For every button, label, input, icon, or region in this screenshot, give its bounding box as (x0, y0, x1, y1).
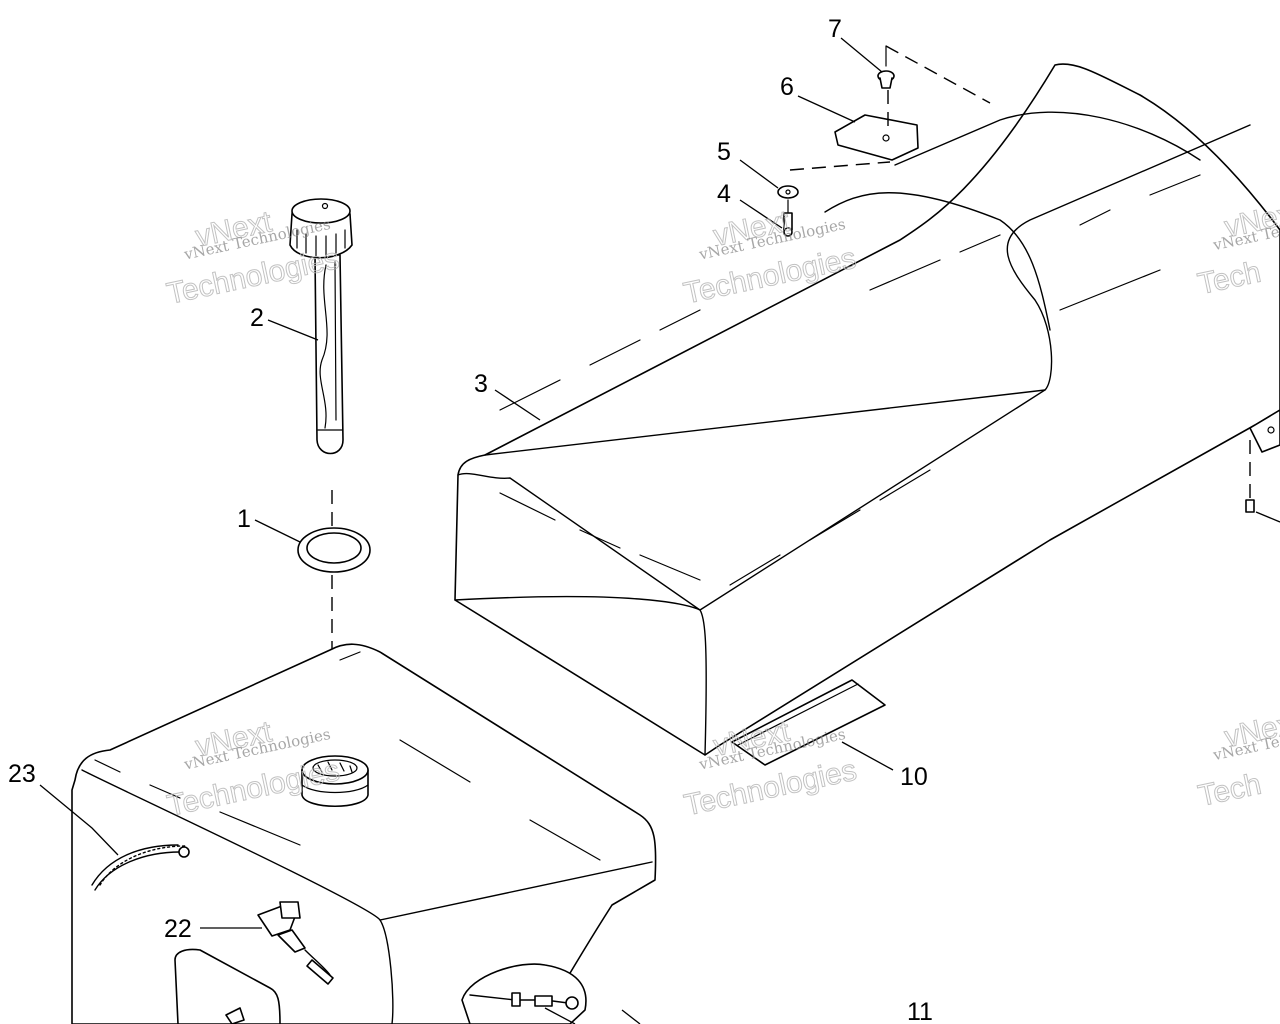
bolt-4 (783, 212, 793, 237)
fuel-tank (71, 643, 657, 1024)
callout-6: 6 (780, 73, 794, 101)
callout-11: 11 (907, 998, 933, 1024)
seat-strip (731, 679, 886, 766)
callout-4: 4 (717, 180, 731, 208)
callout-labels: 1 2 3 4 5 6 7 10 11 22 23 (8, 15, 933, 1024)
filler-neck (301, 755, 369, 808)
callout-1: 1 (237, 505, 251, 533)
fuel-fitting (257, 901, 334, 985)
tank-panel (174, 948, 281, 1024)
callout-22: 22 (164, 915, 192, 943)
washer-5 (777, 185, 799, 199)
watermark-6: vNex vNext Te Tech (1195, 707, 1280, 813)
vent-hose (91, 844, 190, 891)
right-bracket (1245, 409, 1280, 523)
callout-3: 3 (474, 370, 488, 398)
callout-23: 23 (8, 760, 36, 788)
callout-2: 2 (250, 304, 264, 332)
seal-ring (297, 527, 371, 573)
tank-sender (461, 963, 641, 1024)
fuel-gauge (289, 198, 353, 455)
callout-5: 5 (717, 138, 731, 166)
assembly-lines (787, 45, 991, 213)
leader-lines (39, 37, 894, 929)
callout-7: 7 (828, 15, 842, 43)
callout-10: 10 (900, 763, 928, 791)
svg-text:Tech: Tech (1195, 768, 1264, 813)
washer-7 (877, 70, 895, 89)
seat (454, 63, 1280, 756)
strap (834, 114, 919, 161)
